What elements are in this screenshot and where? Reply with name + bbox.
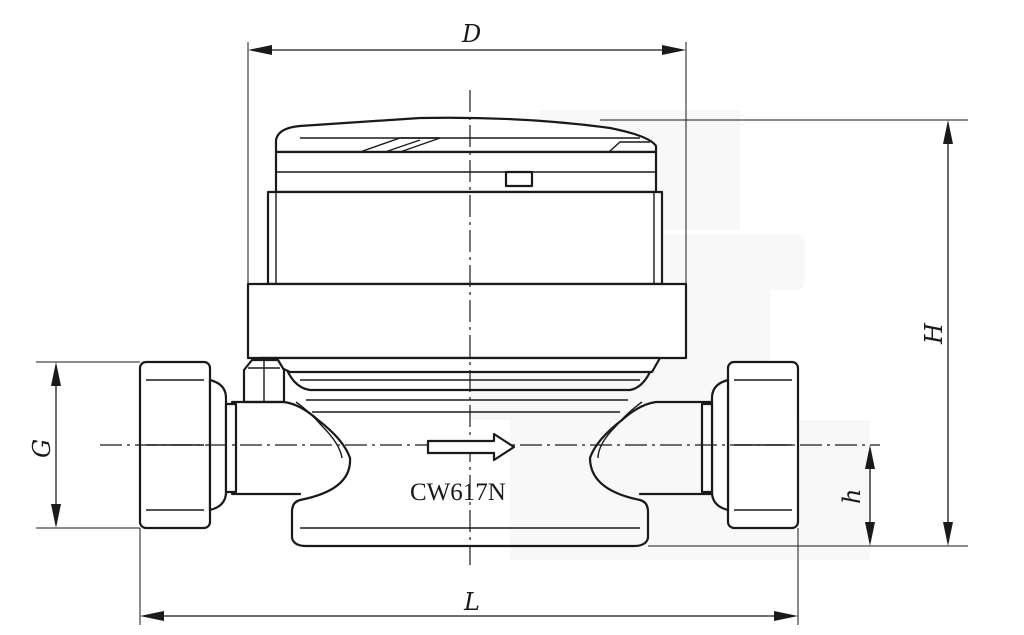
dimension-d: D — [247, 20, 687, 284]
dimension-h-label: H — [920, 322, 948, 345]
dimension-d-label: D — [461, 20, 481, 48]
dimension-axis-h: h — [838, 445, 875, 546]
dimension-l: L — [139, 528, 799, 625]
dimension-l-label: L — [463, 588, 480, 616]
right-coupling-nut — [700, 360, 800, 530]
flow-arrow-icon — [426, 432, 516, 462]
dimension-g-label: G — [28, 439, 56, 458]
seal-screw — [242, 358, 286, 404]
meter-register-head — [246, 116, 688, 360]
dimension-g: G — [28, 361, 140, 529]
meter-collar — [258, 356, 662, 413]
dimension-h: H — [600, 119, 968, 547]
dimension-axis-h-label: h — [838, 489, 866, 504]
material-label: CW617N — [410, 479, 506, 506]
